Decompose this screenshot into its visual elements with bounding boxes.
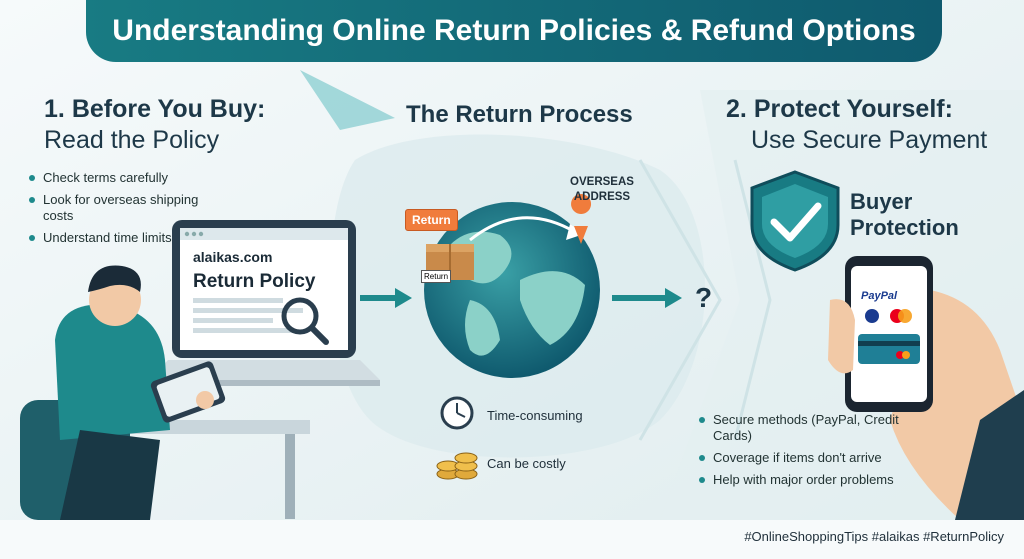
section-1-heading: 1. Before You Buy: Read the Policy	[44, 94, 265, 156]
return-tag: Return	[405, 209, 458, 231]
section-2-heading-bold: Protect Yourself:	[753, 95, 953, 123]
bullet-dot-icon	[29, 175, 35, 181]
location-pin-icon	[571, 194, 592, 244]
buyer-protection-title: Buyer Protection	[850, 189, 959, 240]
question-mark: ?	[695, 282, 713, 313]
section-1-heading-bold: Before You Buy:	[71, 95, 266, 123]
stat-costly: Can be costly	[487, 456, 566, 471]
check-icon	[770, 202, 822, 242]
list-item: Help with major order problems	[699, 472, 929, 488]
section-2-heading-sub: Use Secure Payment	[751, 126, 988, 154]
section-1-heading-sub: Read the Policy	[44, 126, 220, 154]
bullet-dot-icon	[699, 477, 705, 483]
right-bullet-list: Secure methods (PayPal, Credit Cards) Co…	[699, 412, 929, 494]
package-return-label: Return	[421, 270, 452, 283]
coins-icon	[436, 452, 478, 480]
site-url: alaikas.com	[193, 249, 273, 265]
page-title: Understanding Online Return Policies & R…	[86, 0, 942, 62]
list-item: Understand time limits	[29, 230, 199, 246]
left-bullet-list: Check terms carefully Look for overseas …	[29, 170, 199, 252]
return-policy-title: Return Policy	[193, 271, 316, 292]
arrow-right-icon	[395, 288, 412, 308]
section-1-number: 1.	[44, 95, 65, 123]
section-return-process-heading: The Return Process	[406, 101, 633, 128]
paypal-logo: PayPal	[861, 290, 898, 302]
credit-card-icon	[858, 334, 920, 364]
list-item: Look for overseas shipping costs	[29, 192, 199, 224]
bullet-dot-icon	[699, 417, 705, 423]
section-2-number: 2.	[726, 95, 747, 123]
list-item: Secure methods (PayPal, Credit Cards)	[699, 412, 929, 444]
arrow-decor	[300, 70, 395, 130]
arrow-right-icon-2	[665, 288, 682, 308]
magnifier-icon	[281, 297, 319, 335]
stat-time-consuming: Time-consuming	[487, 408, 583, 423]
hashtags: #OnlineShoppingTips #alaikas #ReturnPoli…	[744, 529, 1004, 544]
person-shirt	[55, 304, 170, 440]
bullet-dot-icon	[699, 455, 705, 461]
bullet-dot-icon	[29, 235, 35, 241]
list-item: Coverage if items don't arrive	[699, 450, 929, 466]
bullet-dot-icon	[29, 197, 35, 203]
list-item: Check terms carefully	[29, 170, 199, 186]
section-2-heading: 2. Protect Yourself: Use Secure Payment	[726, 94, 987, 156]
overseas-address-label: OVERSEAS ADDRESS	[570, 176, 634, 203]
